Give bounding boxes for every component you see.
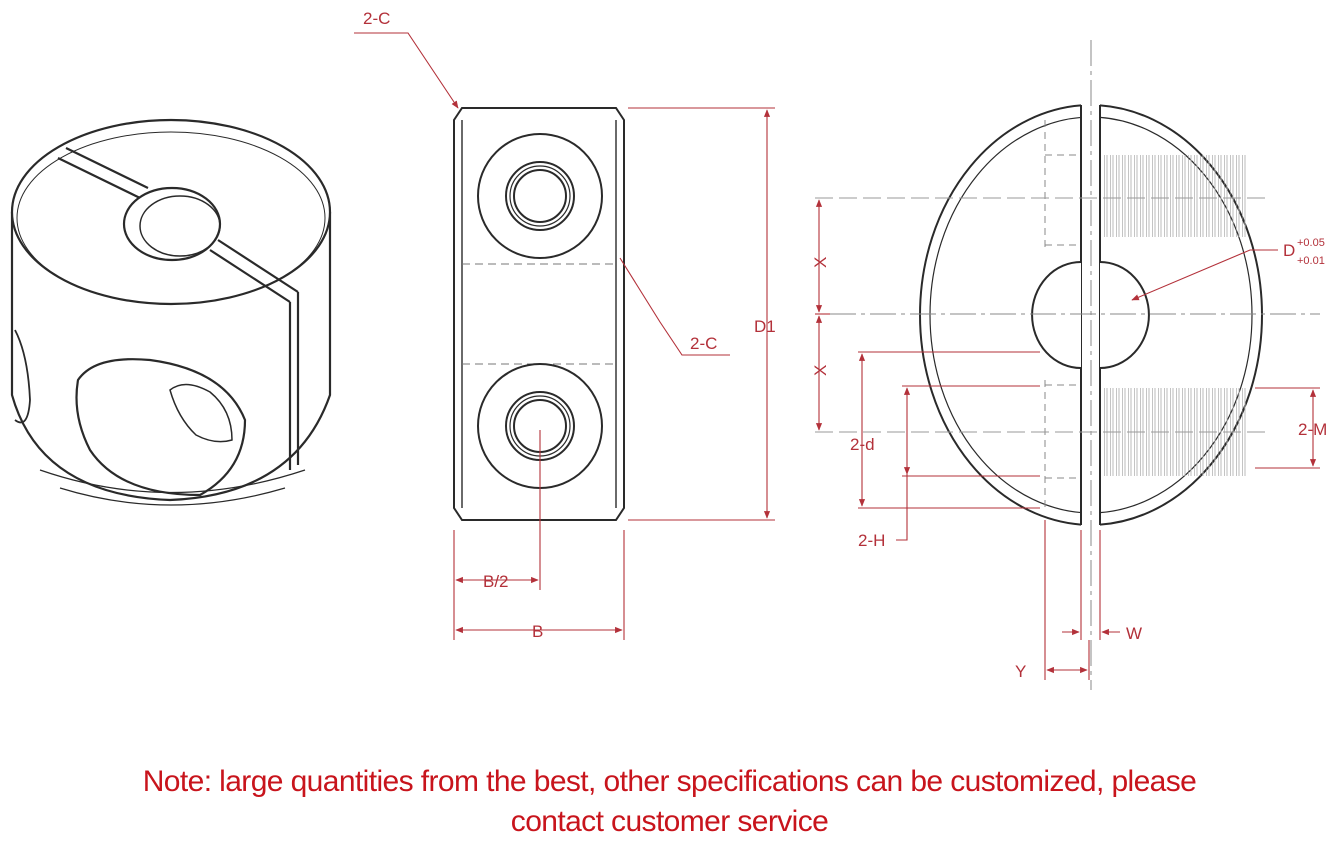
section-view-dimensions — [815, 199, 1320, 680]
x-upper-label: X — [811, 257, 830, 268]
hole-label: 2-H — [858, 531, 885, 550]
section-view — [815, 40, 1320, 690]
isometric-view — [10, 118, 332, 506]
b-label: B — [532, 622, 543, 641]
offset-label: Y — [1015, 662, 1026, 681]
front-view-dimensions — [354, 32, 775, 640]
chamfer-side-label: 2-C — [690, 334, 717, 353]
slot-width-label: W — [1126, 624, 1142, 643]
bore-tolerance-lower: +0.01 — [1297, 255, 1325, 267]
bore-tolerance-upper: +0.05 — [1297, 237, 1325, 249]
note-line-1: Note: large quantities from the best, ot… — [142, 765, 1197, 798]
front-view — [453, 107, 625, 521]
b-half-label: B/2 — [483, 572, 509, 591]
note-line-2: contact customer service — [510, 805, 829, 838]
d1-label: D1 — [754, 317, 776, 336]
chamfer-top-label: 2-C — [363, 9, 390, 28]
bore-label: D — [1283, 241, 1295, 260]
counterbore-label: 2-d — [850, 435, 875, 454]
thread-label: 2-M — [1298, 420, 1327, 439]
x-lower-label: X — [811, 365, 830, 376]
